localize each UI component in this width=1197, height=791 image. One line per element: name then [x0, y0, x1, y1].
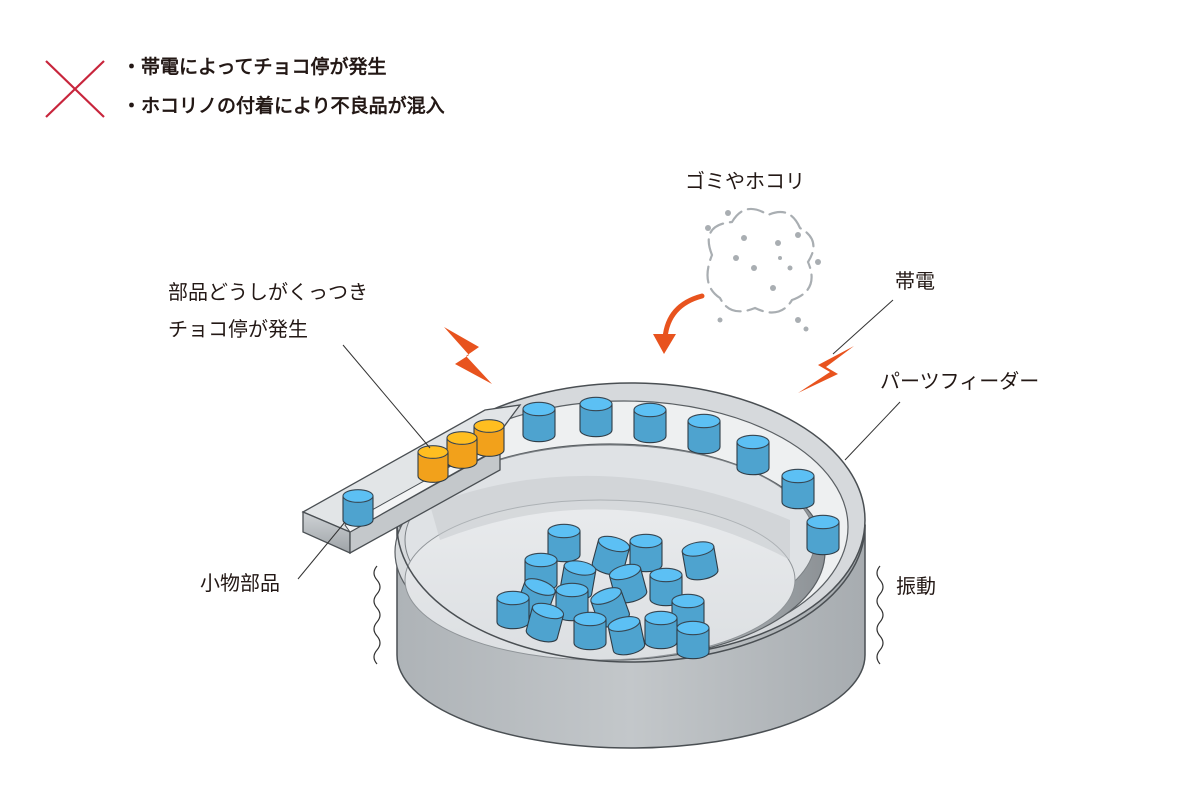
- dust-particle: [733, 255, 739, 261]
- part-in-bowl: [547, 523, 581, 563]
- part-on-track: [579, 396, 613, 438]
- part-on-track: [781, 468, 815, 510]
- dust-particle: [787, 265, 793, 271]
- label-small-parts: 小物部品: [200, 571, 280, 595]
- part-on-track: [633, 402, 667, 444]
- dust-particle: [725, 210, 731, 216]
- leader-line: [844, 401, 901, 461]
- stuck-part: [446, 431, 478, 469]
- part-in-bowl: [525, 602, 565, 643]
- vibration-wave-icon: [373, 565, 381, 665]
- label-dust: ゴミやホコリ: [685, 169, 805, 193]
- lightning-icon: [798, 346, 854, 393]
- leader-line: [297, 521, 346, 580]
- vibration-wave-icon: [876, 565, 884, 665]
- dust-particle: [717, 317, 723, 323]
- dust-particle: [770, 285, 776, 291]
- part-on-chute: [342, 489, 374, 527]
- part-on-track: [736, 434, 770, 476]
- dust-particles: [705, 210, 821, 332]
- dust-particle: [795, 232, 801, 238]
- dust-particle: [795, 317, 801, 323]
- part-on-track: [806, 514, 840, 556]
- warning-item-dust: ・ホコリノの付着により不良品が混入: [122, 94, 445, 117]
- part-in-bowl: [676, 620, 710, 660]
- dust-particle: [705, 225, 711, 231]
- cross-mark-icon: [45, 60, 105, 118]
- parts-layer: [342, 396, 840, 660]
- lightning-icon: [444, 327, 492, 384]
- part-on-track: [522, 401, 556, 443]
- label-vibration: 振動: [896, 574, 936, 598]
- dust-particle: [815, 259, 821, 265]
- leader-line: [342, 344, 431, 449]
- dust-particle: [778, 256, 782, 260]
- part-in-bowl: [573, 611, 607, 651]
- label-stuck-line2: チョコ停が発生: [168, 317, 308, 341]
- part-in-bowl: [681, 541, 719, 581]
- dust-particle: [741, 235, 747, 241]
- warning-item-static: ・帯電によってチョコ停が発生: [122, 55, 386, 78]
- part-on-track: [687, 413, 721, 455]
- label-static: 帯電: [895, 269, 935, 293]
- label-parts-feeder: パーツフィーダー: [880, 369, 1039, 393]
- dust-cloud-icon: [706, 207, 815, 314]
- stuck-part: [417, 445, 449, 483]
- curved-arrow-icon: [653, 293, 705, 354]
- part-in-bowl: [607, 616, 646, 656]
- label-stuck-line1: 部品どうしがくっつき: [168, 280, 368, 304]
- part-in-bowl: [496, 590, 530, 630]
- dust-particle: [803, 326, 809, 332]
- dust-particle: [751, 265, 757, 271]
- part-in-bowl: [644, 610, 678, 650]
- leader-line: [832, 299, 894, 355]
- dust-particle: [775, 240, 781, 246]
- stuck-part: [473, 419, 505, 457]
